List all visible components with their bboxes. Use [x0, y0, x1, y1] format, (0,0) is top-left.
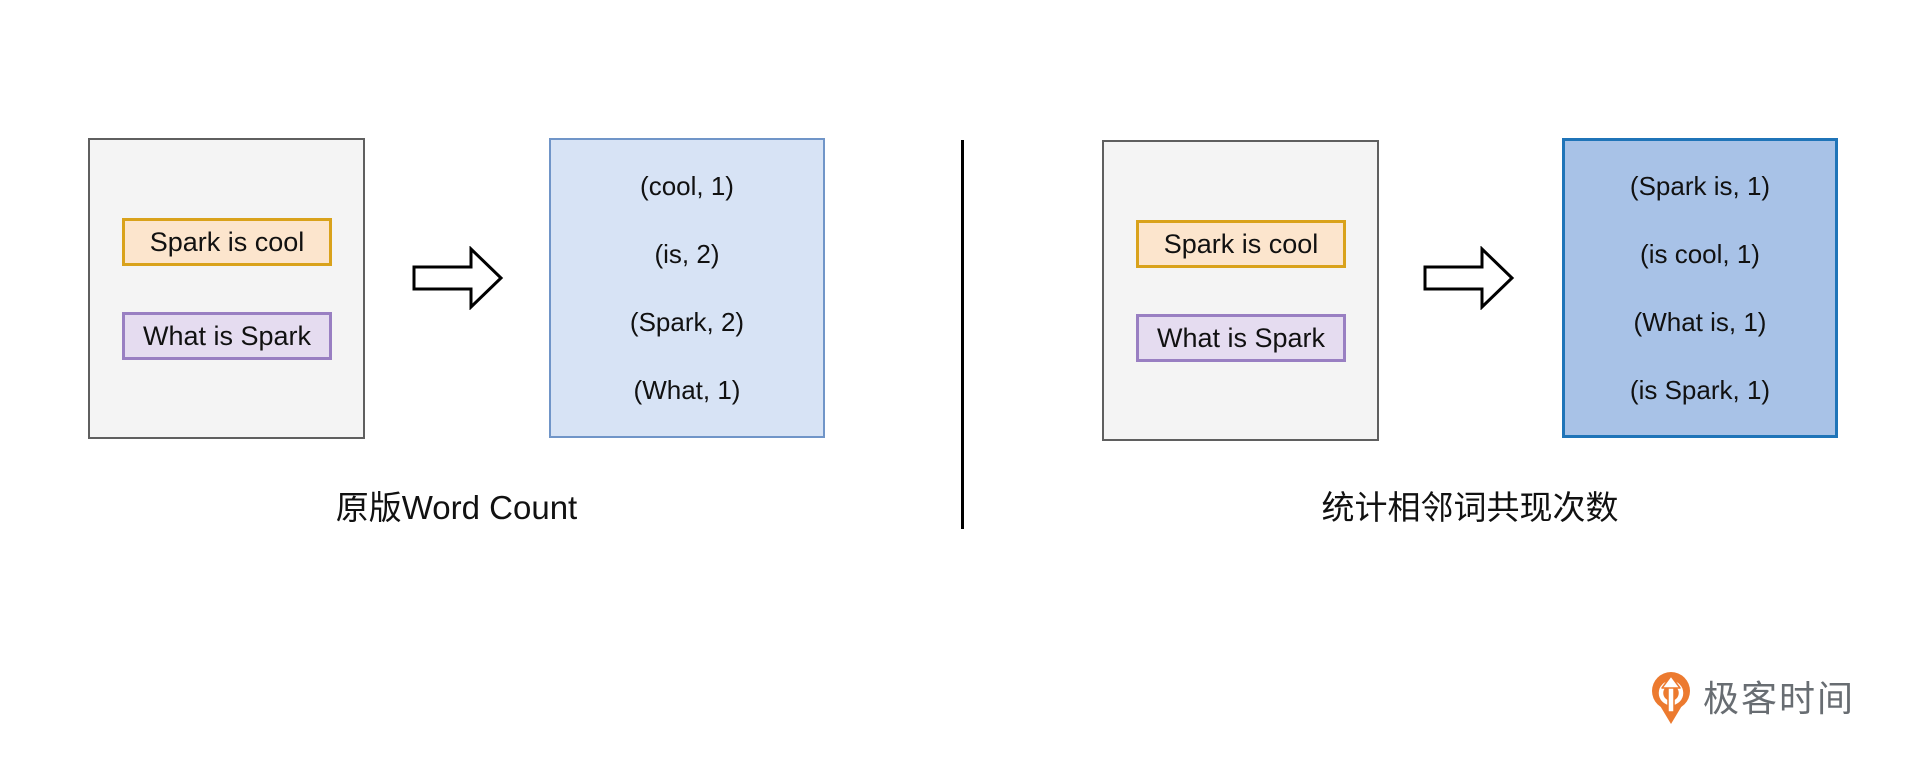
right-arrow-icon	[1423, 246, 1515, 310]
tuple-row: (Spark, 2)	[629, 307, 745, 337]
right-caption: 统计相邻词共现次数	[1321, 489, 1619, 526]
left-output-panel: (cool, 1) (is, 2) (Spark, 2) (What, 1)	[549, 138, 825, 438]
sentence-text: Spark is cool	[1163, 228, 1319, 259]
left-caption: 原版Word Count	[335, 489, 578, 526]
tuple-row: (is Spark, 1)	[1629, 375, 1771, 405]
tuple-row: (is cool, 1)	[1640, 239, 1760, 269]
tuple-row: (Spark is, 1)	[1629, 171, 1771, 201]
right-input-panel: Spark is cool What is Spark	[1102, 140, 1379, 441]
tuple-list: (cool, 1) (is, 2) (Spark, 2) (What, 1)	[551, 140, 823, 436]
left-input-panel: Spark is cool What is Spark	[88, 138, 365, 439]
geektime-logo: 极客时间	[1651, 672, 1855, 725]
tuple-list: (Spark is, 1) (is cool, 1) (What is, 1) …	[1565, 141, 1835, 435]
geektime-pin-arrow-icon	[1652, 672, 1690, 724]
sentence-box-spark-is-cool: Spark is cool	[1136, 220, 1346, 268]
tuple-row: (is, 2)	[654, 239, 720, 269]
sentence-box-spark-is-cool: Spark is cool	[122, 218, 332, 266]
tuple-row: (What is, 1)	[1633, 307, 1767, 337]
sentence-text: Spark is cool	[149, 226, 305, 257]
right-arrow-icon	[412, 246, 504, 310]
sentence-box-what-is-spark: What is Spark	[122, 312, 332, 360]
sentence-box-what-is-spark: What is Spark	[1136, 314, 1346, 362]
vertical-divider	[961, 140, 964, 529]
geektime-logo-text: 极客时间	[1703, 677, 1856, 719]
tuple-row: (What, 1)	[633, 375, 741, 405]
right-output-panel: (Spark is, 1) (is cool, 1) (What is, 1) …	[1562, 138, 1838, 438]
tuple-row: (cool, 1)	[640, 171, 734, 201]
sentence-text: What is Spark	[1156, 322, 1326, 353]
sentence-text: What is Spark	[142, 320, 312, 351]
